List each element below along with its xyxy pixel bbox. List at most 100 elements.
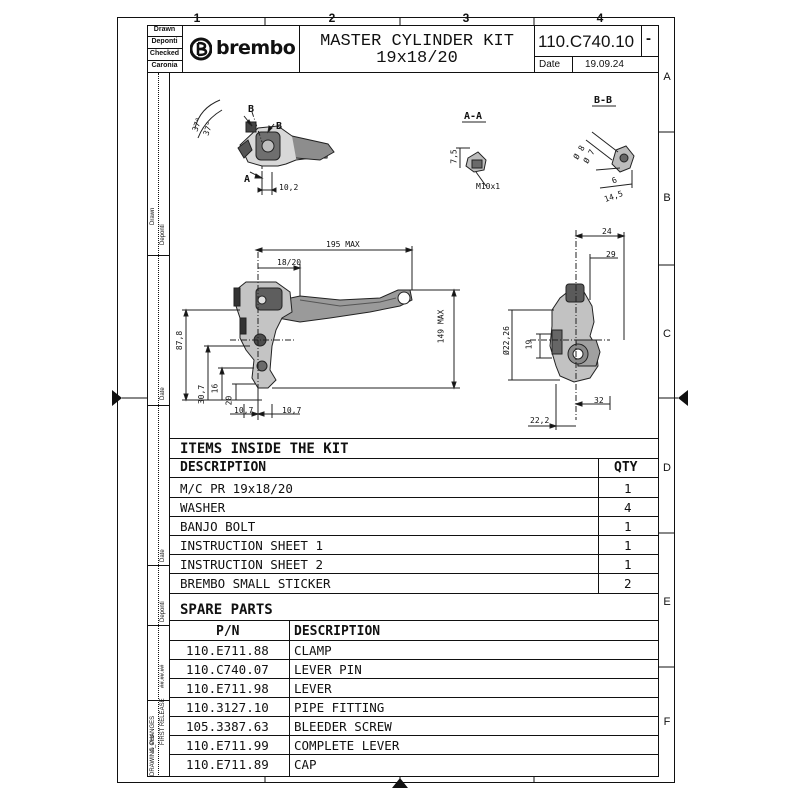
- label-checked: Checked: [147, 49, 182, 61]
- center-arrow-bottom: [392, 778, 408, 788]
- kit-row-2-description: WASHER: [180, 500, 226, 515]
- side-strip-divider-2: [158, 73, 159, 777]
- spare-pn-divider: [289, 620, 290, 777]
- spare-table-title: SPARE PARTS: [180, 602, 273, 618]
- front-dim-16: 16: [210, 383, 220, 394]
- front-dim-20: 20: [224, 395, 234, 406]
- row-letter-b: B: [663, 192, 671, 204]
- side-dim-32: 32: [594, 396, 604, 405]
- spare-row-4-pn: 110.3127.10: [186, 700, 269, 715]
- brembo-logo-icon: [190, 37, 212, 61]
- spare-row-3-description: LEVER: [294, 681, 332, 696]
- drawing-title: MASTER CYLINDER KIT: [320, 32, 514, 51]
- spare-row-2-description: LEVER PIN: [294, 662, 362, 677]
- kit-table-top-border: [169, 438, 659, 439]
- side-view-drawing: [508, 230, 626, 430]
- spare-row-6-description: COMPLETE LEVER: [294, 738, 400, 753]
- section-aa-title: A-A: [464, 111, 483, 122]
- side-dim-29: 29: [606, 250, 616, 259]
- date-value: 19.09.24: [585, 59, 624, 70]
- section-aa-drawing: [456, 121, 487, 187]
- side-dim-22-2: 22,2: [530, 416, 550, 425]
- label-checked-name: Caronia: [151, 62, 178, 69]
- kit-row-5-qty: 1: [624, 557, 632, 572]
- top-view-label-b1: B: [248, 104, 255, 115]
- spare-row-4-description: PIPE FITTING: [294, 700, 385, 715]
- label-drawn: Drawn: [147, 25, 182, 37]
- part-number: 110.C740.10: [538, 32, 635, 51]
- spare-col-description-header: DESCRIPTION: [294, 624, 381, 639]
- front-dim-10-7-right: 10,7: [282, 406, 302, 415]
- logo-cell: brembo: [183, 25, 300, 73]
- row-letter-d: D: [663, 462, 671, 474]
- side-strip-divider: [169, 73, 170, 777]
- spare-row-5-description: BLEEDER SCREW: [294, 719, 392, 734]
- kit-row-4-qty: 1: [624, 538, 632, 553]
- section-aa-thread: M10x1: [476, 182, 501, 191]
- section-aa-dim-7-5: 7,5: [449, 149, 459, 164]
- front-dim-149-max: 149 MAX: [436, 309, 446, 344]
- section-bb-title: B-B: [594, 95, 613, 106]
- kit-row-4-description: INSTRUCTION SHEET 1: [180, 538, 323, 553]
- kit-row-6-description: BREMBO SMALL STICKER: [180, 576, 331, 591]
- front-dim-18-20: 18/20: [277, 258, 302, 267]
- kit-row-3-qty: 1: [624, 519, 632, 534]
- column-number-4: 4: [596, 11, 604, 25]
- column-number-2: 2: [328, 11, 336, 25]
- revision-mark: -: [646, 30, 651, 47]
- side-dim-19: 19: [524, 339, 534, 350]
- brembo-logo-text: brembo: [216, 37, 296, 59]
- top-view-dim-10-2: 10,2: [279, 183, 299, 192]
- front-view-drawing: [182, 246, 460, 420]
- date-label-cell: Date: [535, 57, 573, 73]
- title-block-labels: Drawn Deponti Checked Caronia: [147, 25, 183, 73]
- front-dim-195-max: 195 MAX: [326, 240, 360, 249]
- front-dim-10-7-left: 10,7: [234, 406, 254, 415]
- top-view-label-a1: A: [244, 174, 251, 185]
- spare-col-pn-header: P/N: [216, 624, 240, 639]
- row-letter-a: A: [663, 71, 671, 83]
- front-dim-87-8: 87,8: [175, 330, 185, 351]
- row-letter-f: F: [663, 716, 671, 728]
- kit-row-1-qty: 1: [624, 481, 632, 496]
- title-cell: MASTER CYLINDER KIT 19x18/20: [300, 25, 535, 73]
- side-dim-22-26: Ø22,26: [501, 326, 511, 355]
- kit-table-title: ITEMS INSIDE THE KIT: [180, 441, 349, 457]
- column-number-1: 1: [193, 11, 201, 25]
- row-letter-e: E: [663, 596, 671, 608]
- kit-row-3-description: BANJO BOLT: [180, 519, 256, 534]
- top-view-drawing: [194, 99, 335, 195]
- side-dim-24: 24: [602, 227, 612, 236]
- kit-row-5-description: INSTRUCTION SHEET 2: [180, 557, 323, 572]
- spare-row-3-pn: 110.E711.98: [186, 681, 269, 696]
- row-letter-c: C: [663, 328, 671, 340]
- part-number-cell: 110.C740.10: [535, 25, 642, 57]
- spare-row-5-pn: 105.3387.63: [186, 719, 269, 734]
- spare-row-7-pn: 110.E711.89: [186, 757, 269, 772]
- kit-qty-divider: [598, 458, 599, 593]
- spare-row-1-description: CLAMP: [294, 643, 332, 658]
- date-value-cell: 19.09.24: [573, 57, 659, 73]
- kit-row-1-description: M/C PR 19x18/20: [180, 481, 293, 496]
- drawing-subtitle: 19x18/20: [376, 49, 458, 68]
- label-drawn-name: Deponti: [147, 37, 182, 49]
- spare-row-2-pn: 110.C740.07: [186, 662, 269, 677]
- kit-row-6-qty: 2: [624, 576, 632, 591]
- center-arrow-left: [112, 390, 122, 406]
- spare-row-6-pn: 110.E711.99: [186, 738, 269, 753]
- section-bb-drawing: [585, 105, 635, 189]
- revision-cell: -: [642, 25, 659, 57]
- column-number-3: 3: [462, 11, 470, 25]
- date-label: Date: [539, 59, 561, 70]
- center-arrow-right: [678, 390, 688, 406]
- top-view-label-b2: B: [276, 121, 283, 132]
- sheet-inner-frame: [147, 25, 659, 777]
- kit-row-2-qty: 4: [624, 500, 632, 515]
- spare-row-1-pn: 110.E711.88: [186, 643, 269, 658]
- spare-row-7-description: CAP: [294, 757, 317, 772]
- front-dim-30-7: 30,7: [197, 384, 207, 405]
- kit-col-description-header: DESCRIPTION: [180, 460, 267, 475]
- kit-col-qty-header: QTY: [614, 460, 638, 475]
